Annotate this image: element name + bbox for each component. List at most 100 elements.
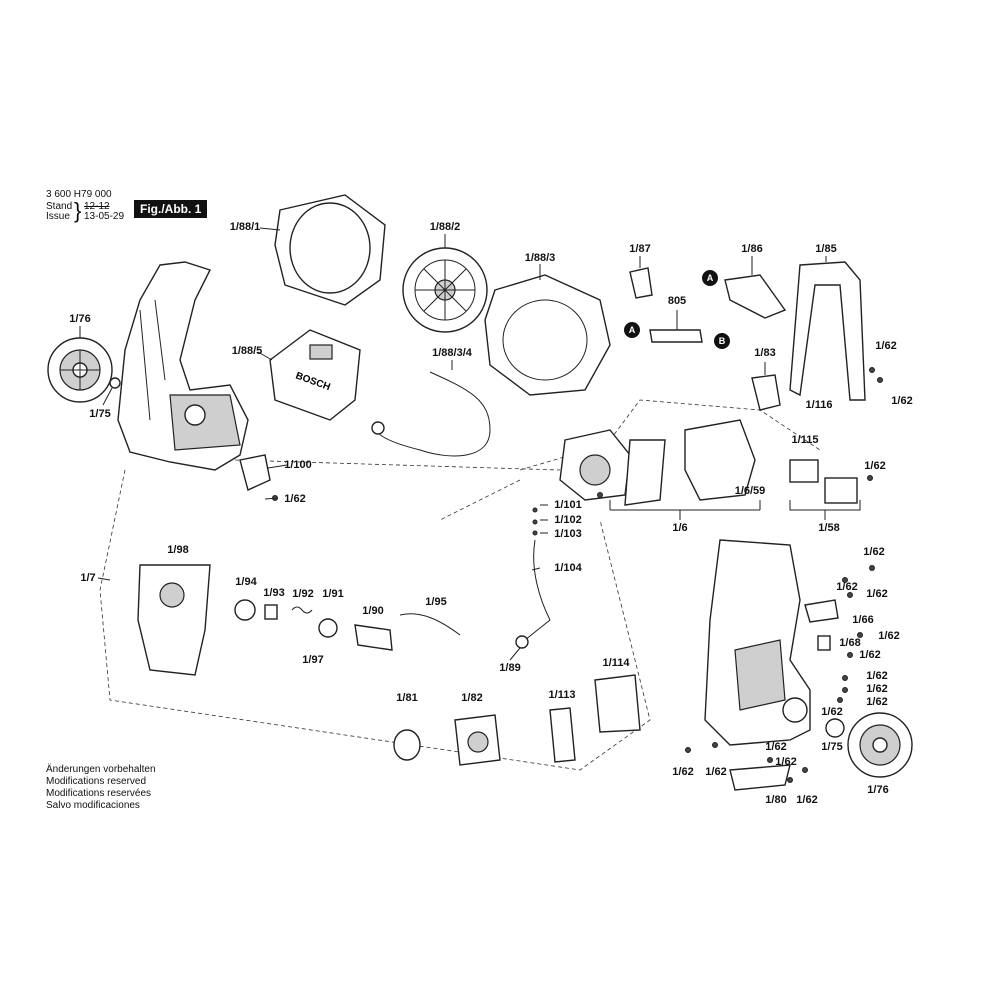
- wires-1-95: [399, 613, 461, 636]
- part-label: 1/62: [859, 649, 881, 661]
- marker-b-label: B: [719, 336, 726, 346]
- part-label: 1/76: [867, 784, 889, 796]
- part-label: 1/62: [765, 741, 787, 753]
- part-label: 1/62: [836, 581, 858, 593]
- pressure-hose: [524, 539, 551, 641]
- header-brace: }: [74, 198, 82, 223]
- part-label: 1/62: [284, 493, 306, 505]
- part-label: 1/93: [263, 587, 285, 599]
- fan-wheel: [402, 247, 488, 333]
- left-housing: [117, 261, 249, 471]
- part-label: 1/86: [741, 243, 763, 255]
- part-label: 1/113: [548, 689, 576, 701]
- stand-label: Stand: [46, 201, 73, 212]
- modification-notes: Änderungen vorbehalten Modifications res…: [46, 764, 156, 812]
- part-label: 1/62: [796, 794, 818, 806]
- part-label: 1/88/5: [231, 345, 263, 357]
- part-label: 1/92: [292, 588, 314, 600]
- wheel-right: [847, 712, 913, 778]
- hose-nut: [515, 635, 529, 649]
- part-1-66: [804, 599, 839, 623]
- part-label: 1/62: [866, 588, 888, 600]
- part-label: 1/6: [672, 522, 688, 534]
- bracket-1-83: [751, 374, 781, 411]
- part-label: 1/62: [705, 766, 727, 778]
- note-de: Änderungen vorbehalten: [46, 764, 156, 775]
- screws: [272, 367, 883, 783]
- part-label: 1/114: [602, 657, 630, 669]
- part-label: 1/7: [80, 572, 96, 584]
- connector-a-hose: A: [624, 322, 640, 338]
- spring-1-92: [291, 606, 313, 614]
- clip-part: [629, 267, 653, 299]
- part-label: 1/101: [554, 499, 582, 511]
- note-fr: Modifications reservées: [46, 788, 152, 799]
- panel-1-114: [594, 674, 641, 733]
- part-label: 1/80: [765, 794, 787, 806]
- part-label: 1/6/59: [734, 485, 766, 497]
- part-label: 1/88/3/4: [432, 347, 472, 359]
- cap-1-75: [825, 718, 845, 738]
- part-label: 1/58: [818, 522, 840, 534]
- part-label: 1/116: [805, 399, 833, 411]
- nozzle-holder: [724, 274, 787, 319]
- part-label: 1/95: [425, 596, 447, 608]
- part-label: 1/62: [878, 630, 900, 642]
- cover-1-100: [239, 454, 271, 491]
- part-1-93: [264, 604, 278, 620]
- rear-panel: [137, 564, 211, 676]
- part-label: 1/75: [89, 408, 111, 420]
- handle: [789, 261, 866, 401]
- doc-number: 3 600 H79 000: [46, 189, 112, 200]
- part-label: 1/103: [554, 528, 582, 540]
- part-label: 1/81: [396, 692, 418, 704]
- hose-piece-805: [649, 329, 703, 343]
- part-label: 1/62: [866, 683, 888, 695]
- foot-1-80: [729, 764, 791, 791]
- figure-label: Fig./Abb. 1: [134, 200, 208, 218]
- part-label: 1/100: [284, 459, 312, 471]
- bracket-1-58: [824, 477, 858, 504]
- part-label: 1/102: [554, 514, 582, 526]
- axle-cap-left: [109, 377, 121, 389]
- part-label: 1/62: [672, 766, 694, 778]
- note-es: Salvo modificaciones: [46, 800, 140, 811]
- part-label: 1/62: [864, 460, 886, 472]
- leader-lines: [79, 227, 827, 661]
- part-label: 1/83: [754, 347, 776, 359]
- motor-housing: [484, 274, 611, 396]
- pump-assembly: [559, 419, 761, 520]
- part-label: 1/88/3: [524, 252, 556, 264]
- part-label: 1/88/2: [429, 221, 461, 233]
- part-label: 1/62: [866, 670, 888, 682]
- part-1-68: [817, 635, 831, 651]
- part-label: 1/82: [461, 692, 483, 704]
- part-label: 1/89: [499, 662, 521, 674]
- part-label: 1/75: [821, 741, 843, 753]
- part-label: 1/98: [167, 544, 189, 556]
- part-label: 1/85: [815, 243, 837, 255]
- part-label: 1/62: [875, 340, 897, 352]
- part-label: 1/68: [839, 637, 861, 649]
- label-1-113: [549, 707, 576, 763]
- part-label: 1/90: [362, 605, 384, 617]
- part-label: 1/88/1: [229, 221, 261, 233]
- part-label: 1/62: [863, 546, 885, 558]
- seal-1-81: [393, 729, 421, 761]
- part-label: 1/97: [302, 654, 324, 666]
- cable-plug: [371, 421, 385, 435]
- part-label: 805: [667, 295, 687, 307]
- connector-b-hose: B: [714, 333, 730, 349]
- ring-1-91: [318, 618, 338, 638]
- part-label: 1/104: [554, 562, 582, 574]
- marker-a-label: A: [629, 325, 636, 335]
- issue-date: 13-05-29: [84, 211, 125, 222]
- plate-1-58: [789, 459, 819, 483]
- part-label: 1/62: [775, 756, 797, 768]
- marker-a-label: A: [707, 273, 714, 283]
- right-housing: [704, 539, 811, 746]
- front-cover: BOSCH: [269, 329, 361, 421]
- part-label: 1/62: [821, 706, 843, 718]
